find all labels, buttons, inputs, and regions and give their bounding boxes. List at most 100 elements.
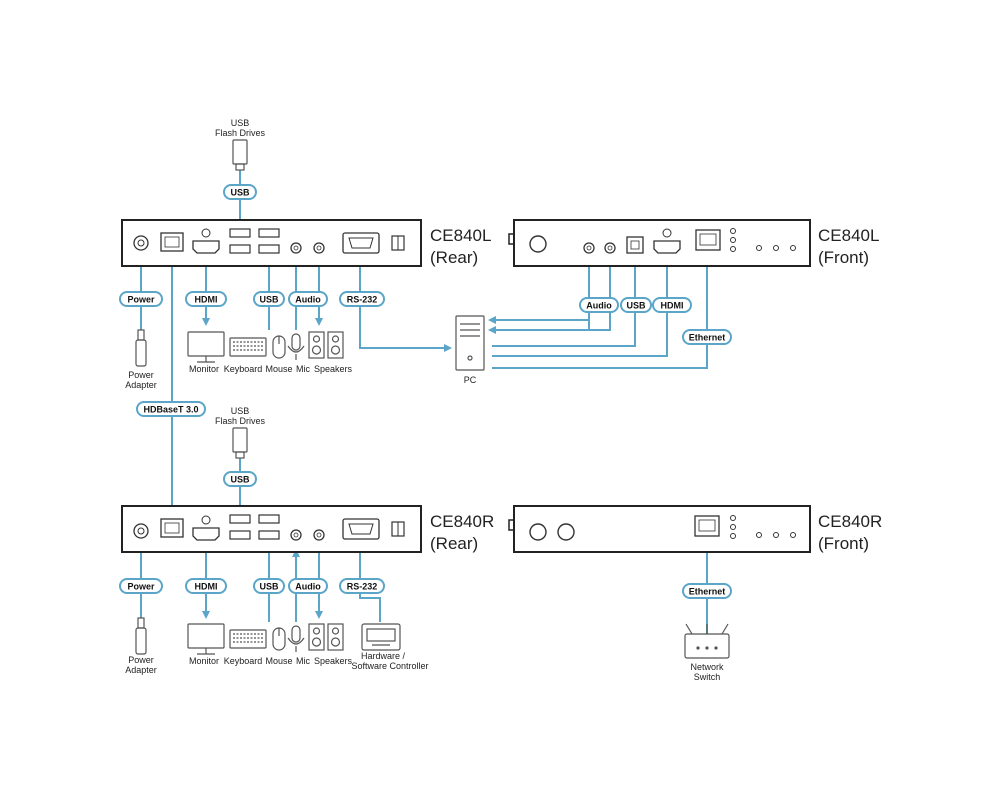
led-indicators-icon (730, 228, 796, 252)
svg-text:Power: Power (127, 582, 155, 592)
mouse-icon (272, 627, 286, 651)
unit-side: (Front) (818, 248, 869, 267)
label-speakers-top: Speakers (314, 364, 353, 374)
microphone-icon (287, 625, 305, 652)
pill-power-top: Power (119, 291, 163, 307)
usb-port-icon (258, 530, 280, 540)
audio-jack-icon (313, 242, 325, 254)
screw-icon (662, 228, 672, 238)
usb-port-icon (258, 514, 280, 524)
usb-b-port-icon (626, 236, 644, 254)
label-usb-flash-mid: USB (231, 406, 250, 416)
speakers-icon (308, 623, 344, 651)
unit-title: CE840R (430, 512, 494, 531)
label-network-switch: Network (690, 662, 724, 672)
screw-icon (201, 228, 211, 238)
unit-ce840r-front: CE840R (Front) (508, 505, 882, 553)
label-network-switch: Switch (694, 672, 721, 682)
usb-flash-drive-icon (232, 427, 248, 459)
label-pc: PC (464, 375, 477, 385)
hdmi-port-icon (192, 240, 220, 254)
monitor-icon (187, 331, 225, 363)
unit-title: CE840L (818, 226, 879, 245)
usb-port-icon (258, 244, 280, 254)
network-switch-icon (684, 623, 730, 659)
power-jack-icon (133, 523, 149, 539)
unit-title: CE840L (430, 226, 491, 245)
power-button-icon (529, 235, 547, 253)
label-power-adapter-bottom: Power (128, 655, 154, 665)
svg-text:HDMI: HDMI (195, 295, 218, 305)
unit-side: (Rear) (430, 248, 478, 267)
rj45-port-icon (694, 515, 720, 537)
usb-port-icon (229, 514, 251, 524)
pill-audio-top: Audio (288, 291, 328, 307)
pill-hdbaset: HDBaseT 3.0 (136, 401, 206, 417)
usb-port-icon (229, 530, 251, 540)
label-power-adapter-top: Adapter (125, 380, 157, 390)
cable-hdmi-f-pc (492, 310, 668, 357)
svg-text:USB: USB (230, 475, 250, 485)
svg-text:RS-232: RS-232 (347, 582, 378, 592)
unit-ce840l-rear: CE840L (Rear) (121, 219, 491, 267)
svg-text:RS-232: RS-232 (347, 295, 378, 305)
usb-flash-drive-icon (232, 139, 248, 171)
keyboard-icon (229, 337, 267, 357)
serial-port-icon (342, 232, 380, 254)
audio-jack-icon (290, 242, 302, 254)
device-labels: USB Flash Drives USB Flash Drives Power … (125, 118, 724, 682)
label-mic-top: Mic (296, 364, 310, 374)
svg-text:Audio: Audio (295, 295, 321, 305)
label-power-adapter-top: Power (128, 370, 154, 380)
cable-rs232-r (359, 552, 381, 622)
cable-eth-f-pc (492, 254, 708, 369)
pill-ethernet-front-l: Ethernet (682, 329, 732, 345)
pill-audio-front: Audio (579, 297, 619, 313)
pill-hdmi-front: HDMI (652, 297, 692, 313)
svg-text:HDBaseT 3.0: HDBaseT 3.0 (143, 405, 198, 415)
pill-rs232-top: RS-232 (339, 291, 385, 307)
label-monitor-bottom: Monitor (189, 656, 219, 666)
label-mouse-top: Mouse (265, 364, 292, 374)
cable-pills: USB Power HDMI USB Audio RS-232 Audio U (119, 184, 732, 599)
power-button-icon (557, 523, 575, 541)
pill-rs232-bottom: RS-232 (339, 578, 385, 594)
label-usb-flash-mid: Flash Drives (215, 416, 266, 426)
label-keyboard-bottom: Keyboard (224, 656, 263, 666)
screw-icon (201, 515, 211, 525)
keyboard-icon (229, 629, 267, 649)
usb-port-icon (229, 244, 251, 254)
label-controller: Hardware / (361, 651, 406, 661)
audio-jack-icon (290, 529, 302, 541)
pill-audio-bottom: Audio (288, 578, 328, 594)
terminal-block-icon (391, 235, 405, 251)
controller-icon (361, 623, 401, 651)
svg-text:USB: USB (230, 188, 250, 198)
terminal-block-icon (391, 521, 405, 537)
label-keyboard-top: Keyboard (224, 364, 263, 374)
hdmi-port-icon (192, 527, 220, 541)
label-usb-flash-top: USB (231, 118, 250, 128)
pill-usb-flash-mid: USB (223, 471, 257, 487)
svg-text:USB: USB (626, 301, 646, 311)
audio-jack-icon (604, 242, 616, 254)
pill-power-bottom: Power (119, 578, 163, 594)
label-mouse-bottom: Mouse (265, 656, 292, 666)
svg-text:Audio: Audio (295, 582, 321, 592)
svg-text:HDMI: HDMI (195, 582, 218, 592)
label-mic-bottom: Mic (296, 656, 310, 666)
svg-text:USB: USB (259, 295, 279, 305)
monitor-icon (187, 623, 225, 655)
label-controller: Software Controller (351, 661, 428, 671)
svg-text:Power: Power (127, 295, 155, 305)
unit-side: (Front) (818, 534, 869, 553)
mouse-icon (272, 335, 286, 359)
svg-text:HDMI: HDMI (661, 301, 684, 311)
unit-side: (Rear) (430, 534, 478, 553)
power-adapter-icon (135, 329, 147, 367)
audio-jack-icon (583, 242, 595, 254)
pill-usb-top: USB (253, 291, 285, 307)
usb-port-icon (229, 228, 251, 238)
label-usb-flash-top: Flash Drives (215, 128, 266, 138)
